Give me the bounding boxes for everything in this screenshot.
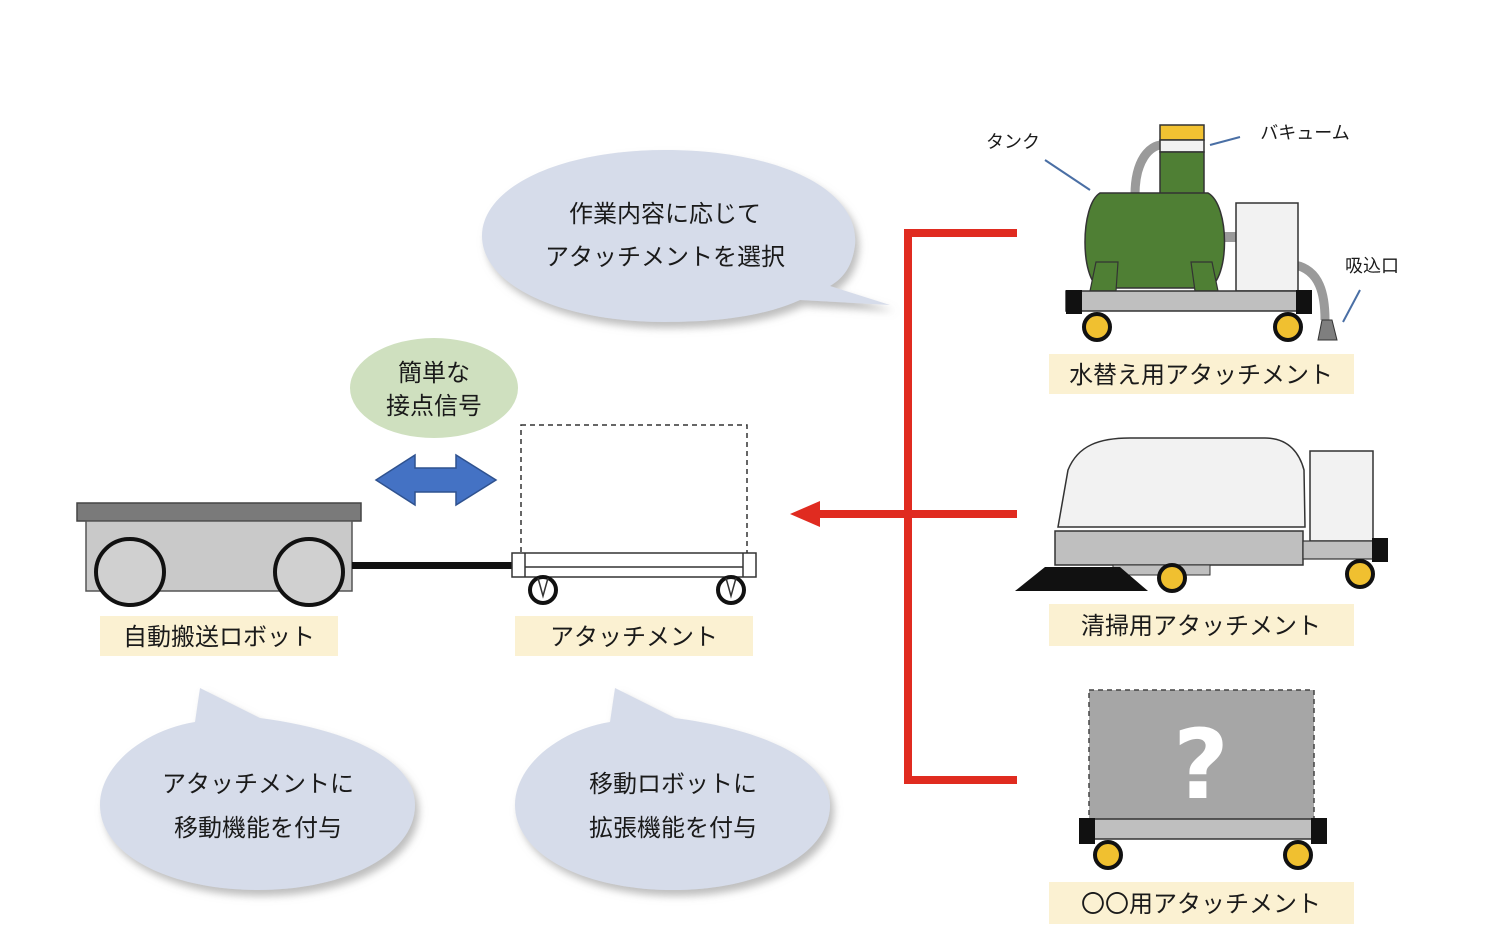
label-vacuum: バキューム	[1260, 123, 1349, 144]
robot-top-plate	[76, 502, 362, 522]
cleaning-wheel-front-icon	[1157, 563, 1187, 593]
future-wheel-right-icon	[1283, 840, 1313, 870]
inlet-nozzle	[1317, 319, 1338, 341]
attachment-caster-left-icon	[528, 575, 558, 605]
caption-robot: 自動搬送ロボット	[123, 623, 315, 651]
water-wheel-right-icon	[1273, 312, 1303, 342]
bubble-signal	[350, 338, 518, 438]
caption-other-bg	[1049, 882, 1354, 924]
caption-water-bg	[1049, 354, 1354, 394]
future-wheel-left-icon	[1093, 840, 1123, 870]
cleaning-hood	[1057, 437, 1306, 528]
agv-robot	[76, 502, 362, 607]
caption-cleaning: 清掃用アタッチメント	[1081, 612, 1321, 640]
bubble-attachment-benefit	[515, 688, 830, 890]
selection-bracket	[815, 229, 1017, 784]
bubble-signal-line2: 接点信号	[386, 392, 482, 420]
vacuum-body	[1159, 151, 1205, 195]
attachment-frame	[511, 552, 757, 578]
cleaning-brush	[1015, 567, 1148, 591]
bubble-signal-line1: 簡単な	[398, 359, 470, 387]
bubble-robot-benefit	[100, 688, 415, 890]
cleaning-attachment	[1015, 437, 1388, 593]
bubble-select-line1: 作業内容に応じて	[569, 200, 761, 228]
label-inlet: 吸込口	[1345, 256, 1399, 277]
bubble-robot-benefit-line1: アタッチメントに	[162, 770, 354, 798]
bubble-attachment-benefit-line2: 拡張機能を付与	[589, 814, 757, 842]
water-wheel-left-icon	[1082, 312, 1112, 342]
attachment-caster-right-icon	[716, 575, 746, 605]
caption-attachment: アタッチメント	[550, 623, 718, 651]
water-attachment	[1044, 124, 1361, 342]
future-attachment	[1079, 689, 1327, 870]
robot-wheel-left-icon	[94, 537, 166, 607]
caption-attachment-bg	[515, 616, 753, 656]
robot-attachment-connector	[352, 562, 512, 569]
bubble-attachment-benefit-line1: 移動ロボットに	[589, 770, 757, 798]
caption-water: 水替え用アタッチメント	[1069, 361, 1333, 389]
bubble-select-attachment	[482, 150, 890, 322]
vacuum-cap	[1159, 124, 1205, 141]
cleaning-wheel-rear-icon	[1345, 559, 1375, 589]
robot-wheel-right-icon	[273, 537, 345, 607]
caption-other: 〇〇用アタッチメント	[1081, 890, 1321, 918]
label-tank: タンク	[986, 132, 1040, 153]
generic-attachment-cart	[511, 424, 757, 605]
future-attachment-box	[1088, 689, 1315, 821]
question-mark-icon: ?	[1173, 709, 1229, 821]
attachment-dashed-outline	[520, 424, 748, 556]
selection-arrowhead-icon	[790, 501, 820, 527]
bidirectional-arrow-icon	[374, 453, 498, 507]
bubble-robot-benefit-line2: 移動機能を付与	[174, 814, 342, 842]
caption-robot-bg	[100, 616, 338, 656]
caption-cleaning-bg	[1049, 604, 1354, 646]
bubble-select-line2: アタッチメントを選択	[545, 243, 785, 271]
